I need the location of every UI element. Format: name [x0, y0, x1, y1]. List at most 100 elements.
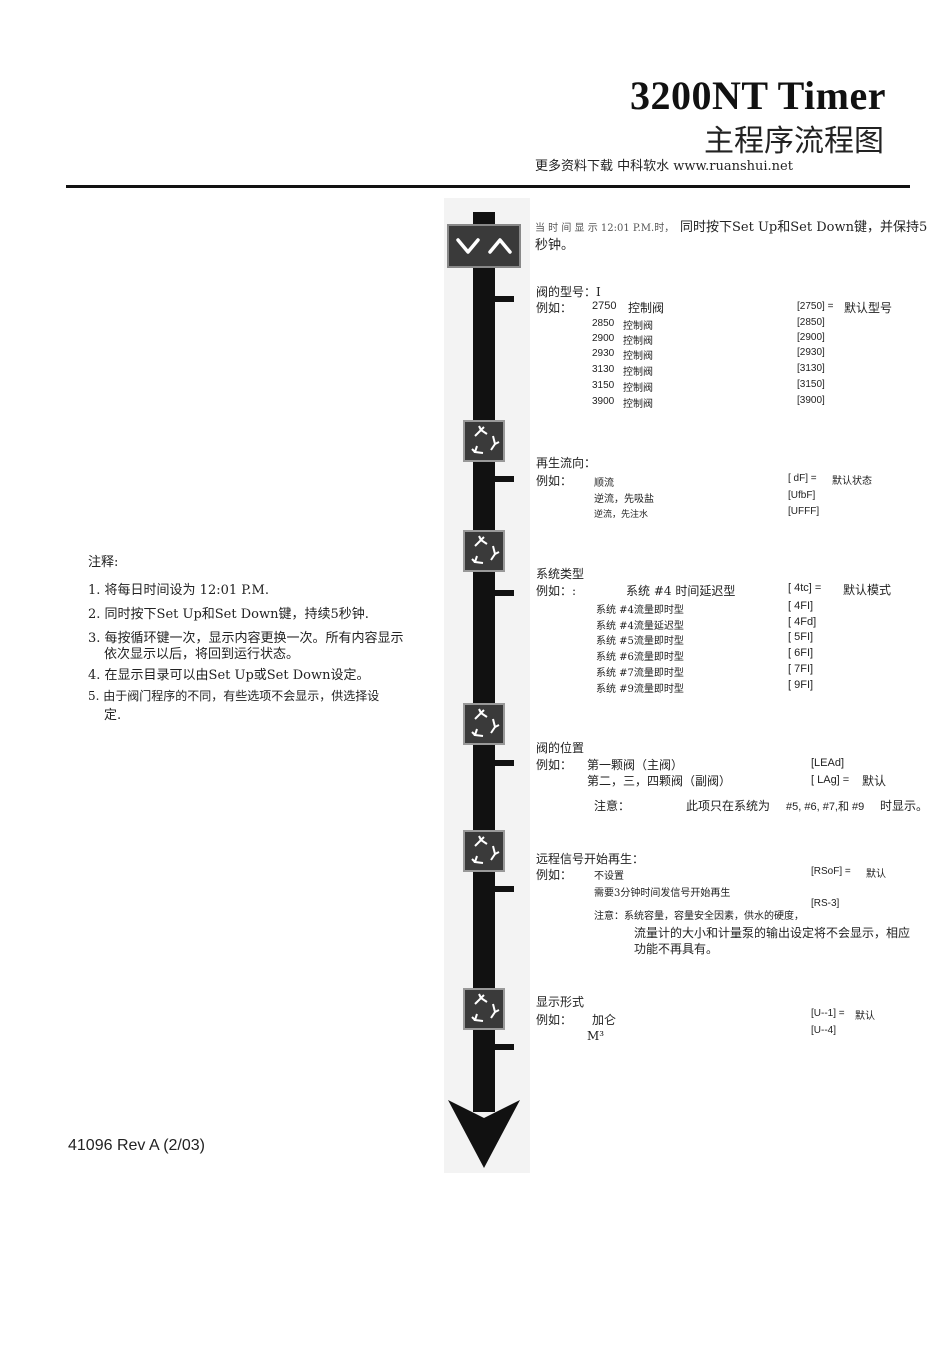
system-type-name: 系统 #4 时间延迟型	[626, 584, 736, 598]
page-subtitle: 主程序流程图	[704, 124, 884, 159]
system-type-code: [ 6FI]	[788, 647, 814, 659]
intro-main: 同时按下Set Up和Set Down键，并保持5	[680, 220, 928, 235]
flow-tick	[490, 476, 514, 482]
remote-signal-default-note: 默认	[866, 869, 886, 880]
valve-code: [3130]	[797, 363, 825, 374]
system-type-name: 系统 #4流量延迟型	[596, 621, 684, 632]
valve-type-heading: 阀的型号：I	[536, 285, 601, 299]
valve-name: 控制阀	[623, 321, 653, 332]
note-item: 依次显示以后，将回到运行状态。	[104, 647, 300, 662]
valve-name: 控制阀	[623, 399, 653, 410]
note-item: 4. 在显示目录可以由Set Up或Set Down设定。	[88, 668, 370, 683]
valve-model: 2930	[592, 348, 615, 359]
valve-name: 控制阀	[623, 383, 653, 394]
page-title: 3200NT Timer	[629, 73, 886, 118]
system-type-code: [ 4Fd]	[788, 616, 817, 628]
display-format-row1: 加仑	[592, 1013, 617, 1027]
valve-position-example-label: 例如：	[536, 758, 573, 772]
system-type-name: 系统 #7流量即时型	[596, 668, 684, 679]
display-format-code: [U--4]	[811, 1025, 836, 1036]
flow-tick	[490, 296, 514, 302]
flow-tick	[490, 886, 514, 892]
regen-flow-name: 逆流，先吸盐	[594, 494, 654, 505]
valve-position-heading: 阀的位置	[536, 741, 585, 755]
note-item: 2. 同时按下Set Up和Set Down键，持续5秒钟.	[88, 607, 369, 622]
flow-tick	[490, 590, 514, 596]
system-type-code: [ 4FI]	[788, 600, 814, 612]
regen-flow-heading: 再生流向：	[536, 456, 597, 470]
notes-heading: 注释:	[88, 555, 119, 570]
valve-code: [2750] =	[797, 301, 834, 312]
flow-arrow-down-icon	[448, 1100, 520, 1168]
valve-name: 控制阀	[623, 351, 653, 362]
valve-model: 3130	[592, 364, 615, 375]
system-type-heading: 系统类型	[536, 567, 585, 581]
cycle-button-icon	[463, 703, 505, 745]
remote-signal-note: 流量计的大小和计量泵的输出设定将不会显示，相应	[634, 926, 911, 940]
flow-spine	[473, 212, 495, 1112]
valve-position-row2: 第二，三，四颗阀（副阀）	[587, 774, 732, 788]
valve-position-note-tail: 时显示。	[880, 799, 929, 813]
display-format-heading: 显示形式	[536, 995, 585, 1009]
regen-flow-default-note: 默认状态	[832, 476, 872, 487]
display-format-example-label: 例如：	[536, 1013, 573, 1027]
note-item: 定.	[104, 708, 122, 723]
valve-model: 3900	[592, 396, 615, 407]
remote-signal-note: 注意：系统容量，容量安全因素，供水的硬度，	[594, 911, 804, 922]
valve-code: [2850]	[797, 317, 825, 328]
header-divider	[66, 185, 910, 188]
valve-position-code: [ LAg] =	[811, 774, 850, 786]
intro-main-2: 秒钟。	[535, 238, 575, 253]
remote-signal-example-label: 例如：	[536, 868, 573, 882]
valve-default-note: 默认型号	[844, 301, 893, 315]
system-type-code: [ 4tc] =	[788, 582, 822, 594]
regen-flow-name: 逆流，先注水	[594, 510, 649, 520]
valve-code: [3900]	[797, 395, 825, 406]
regen-flow-name: 顺流	[594, 478, 614, 489]
display-format-row2: M³	[587, 1029, 605, 1043]
system-type-name: 系统 #6流量即时型	[596, 652, 684, 663]
system-type-name: 系统 #4流量即时型	[596, 605, 684, 616]
valve-position-note: 此项只在系统为	[686, 799, 771, 813]
intro-small: 当 时 间 显 示 12:01 P.M.时，	[535, 223, 675, 234]
valve-name: 控制阀	[623, 367, 653, 378]
remote-signal-code: [RS-3]	[811, 898, 840, 909]
valve-position-note-label: 注意：	[594, 799, 631, 813]
valve-position-row1: 第一颗阀（主阀）	[587, 758, 684, 772]
regen-flow-code: [ dF] =	[788, 473, 817, 484]
flow-tick	[490, 760, 514, 766]
valve-model: 3150	[592, 380, 615, 391]
up-down-buttons-icon	[447, 224, 521, 268]
system-type-name: 系统 #5流量即时型	[596, 636, 684, 647]
remote-signal-heading: 远程信号开始再生：	[536, 852, 645, 866]
system-type-default-note: 默认模式	[843, 583, 892, 597]
remote-signal-row1: 不设置	[594, 871, 624, 882]
cycle-button-icon	[463, 530, 505, 572]
valve-model: 2850	[592, 318, 615, 329]
system-type-code: [ 7FI]	[788, 663, 814, 675]
document-number: 41096 Rev A (2/03)	[68, 1137, 205, 1154]
valve-code: [3150]	[797, 379, 825, 390]
valve-model: 2900	[592, 333, 615, 344]
valve-name: 控制阀	[623, 336, 653, 347]
system-type-name: 系统 #9流量即时型	[596, 684, 684, 695]
valve-model: 2750	[592, 300, 617, 312]
system-type-example-label: 例如：:	[536, 584, 577, 598]
valve-code: [2930]	[797, 347, 825, 358]
valve-position-default-note: 默认	[862, 774, 887, 788]
regen-flow-code: [UFFF]	[788, 506, 820, 517]
regen-flow-code: [UfbF]	[788, 490, 816, 501]
system-type-code: [ 5FI]	[788, 631, 814, 643]
flow-tick	[490, 1044, 514, 1050]
remote-signal-note: 功能不再具有。	[634, 942, 719, 956]
valve-position-code: [LEAd]	[811, 757, 845, 769]
valve-name: 控制阀	[628, 301, 665, 315]
regen-flow-example-label: 例如：	[536, 474, 573, 488]
note-item: 3. 每按循环键一次，显示内容更换一次。所有内容显示	[88, 631, 404, 646]
system-type-code: [ 9FI]	[788, 679, 814, 691]
remote-signal-code: [RSoF] =	[811, 866, 851, 877]
display-format-code: [U--1] =	[811, 1008, 845, 1019]
display-format-default-note: 默认	[855, 1011, 875, 1022]
cycle-button-icon	[463, 988, 505, 1030]
cycle-button-icon	[463, 830, 505, 872]
